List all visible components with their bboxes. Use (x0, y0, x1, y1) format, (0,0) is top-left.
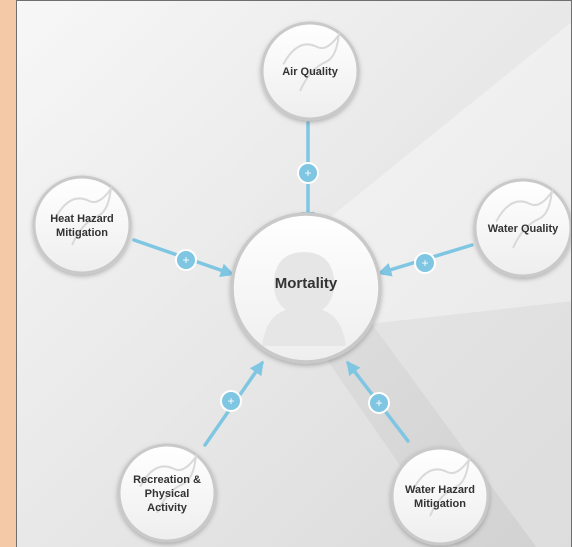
link-water-hazard: + (346, 360, 410, 443)
plus-icon: + (182, 253, 189, 267)
center-label: Mortality (275, 275, 338, 292)
plus-icon: + (421, 256, 428, 270)
plus-circle (368, 392, 390, 414)
node-decoration (54, 185, 113, 246)
plus-circle (297, 162, 319, 184)
node-label: Physical (145, 488, 190, 500)
link-plus-badge: + (368, 392, 390, 414)
background-light-wedge (307, 22, 571, 547)
plus-icon: + (227, 394, 234, 408)
link-plus-badge: + (175, 249, 197, 271)
node-circle (390, 446, 490, 546)
link-heat-hazard: + (132, 238, 235, 277)
head-silhouette-icon (262, 252, 346, 346)
plus-icon: + (304, 166, 311, 180)
node-decoration (495, 188, 554, 249)
link-plus-badge: + (220, 390, 242, 412)
node-circle (32, 175, 132, 275)
link-plus-badge: + (414, 252, 436, 274)
node-decoration (139, 453, 198, 514)
node-label: Air Quality (282, 66, 339, 78)
node-label: Mitigation (414, 498, 466, 510)
node-label: Recreation & (133, 474, 201, 486)
link-air-quality: + (297, 121, 319, 226)
node-label: Water Quality (488, 223, 559, 235)
node-label: Water Hazard (405, 484, 475, 496)
node-label: Heat Hazard (50, 213, 114, 225)
node-circle (473, 178, 571, 278)
node-circle (260, 21, 360, 121)
links-layer: + + + + + (132, 121, 474, 447)
plus-icon: + (375, 396, 382, 410)
background-dark-wedge (307, 301, 571, 547)
plus-circle (414, 252, 436, 274)
node-label: Mitigation (56, 227, 108, 239)
node-decoration (282, 31, 341, 92)
node-air-quality: Air Quality (260, 21, 360, 121)
link-water-quality: + (377, 243, 474, 277)
center-node: Mortality (230, 212, 382, 364)
plus-circle (220, 390, 242, 412)
node-label: Activity (147, 502, 188, 514)
link-recreation: + (203, 360, 264, 447)
link-plus-badge: + (297, 162, 319, 184)
node-circle (117, 443, 217, 543)
node-decoration (412, 456, 471, 517)
plus-circle (175, 249, 197, 271)
node-water-quality: Water Quality (473, 178, 571, 278)
